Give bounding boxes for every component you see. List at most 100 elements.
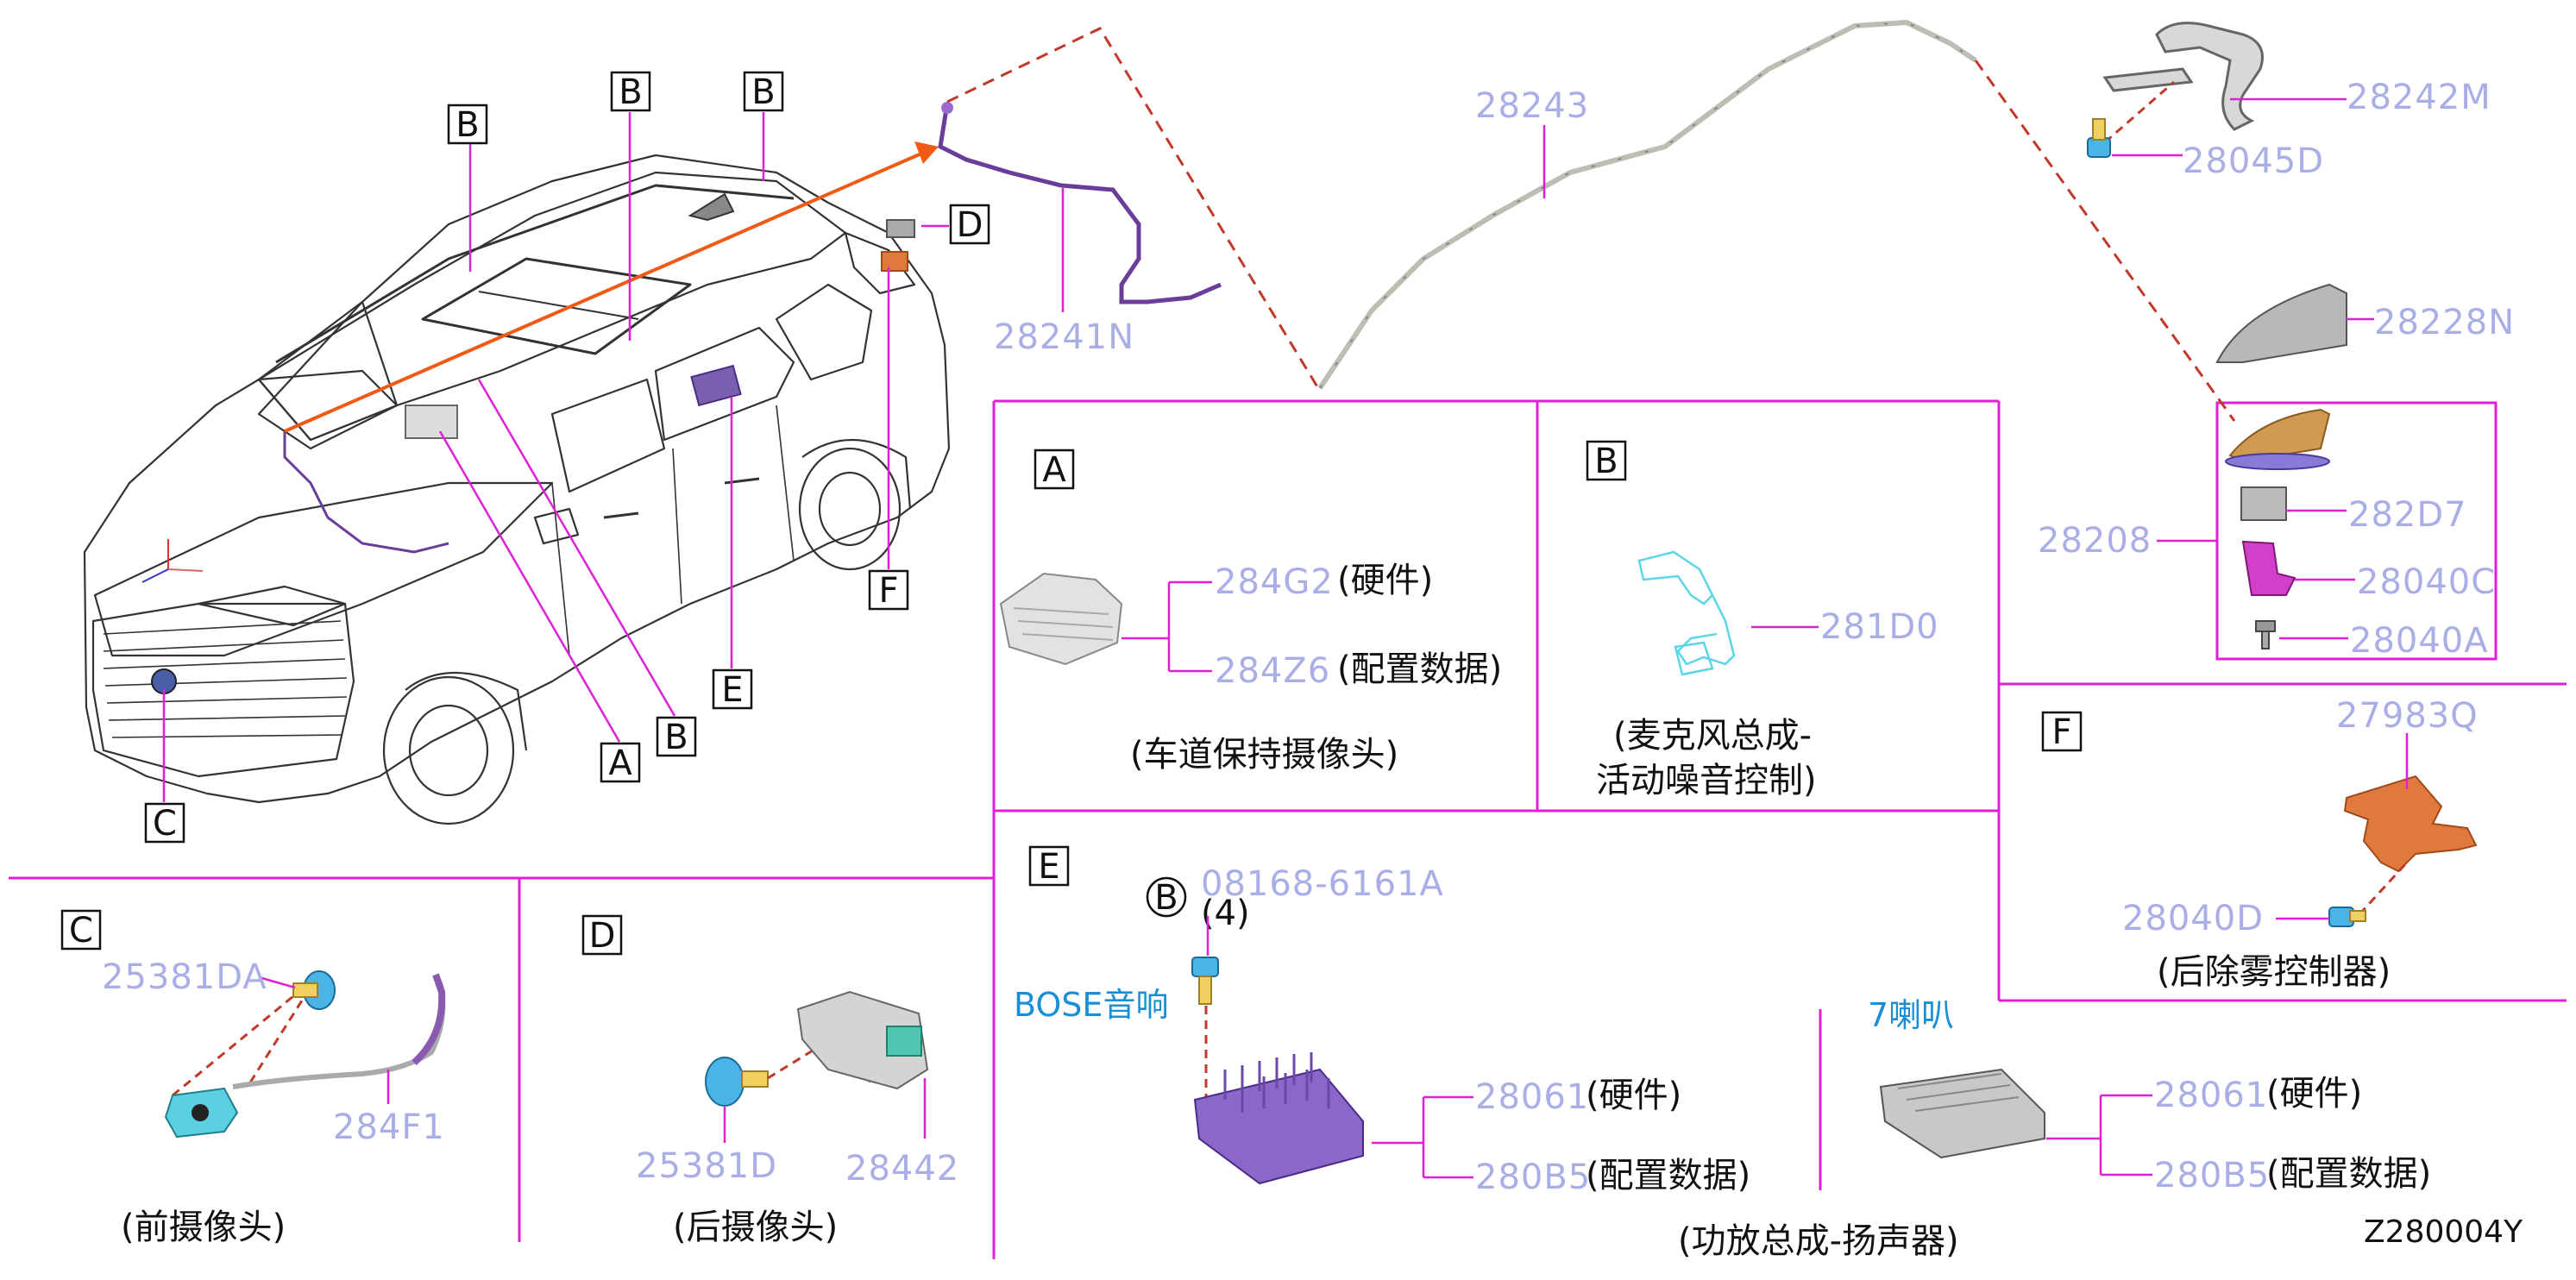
panel-frame <box>9 399 2567 1259</box>
bolt-28040D <box>2328 907 2366 927</box>
bose-leaders <box>1372 1095 1473 1179</box>
panel-e-caption: (功放总成-扬声器) <box>1678 1221 1959 1261</box>
callout-box-f: F <box>868 569 909 611</box>
front-camera-on-car <box>151 668 177 694</box>
part-number-284Z6: 284Z6 <box>1215 651 1330 691</box>
panel-c: C 25381DA 284F1 (前摄像头) <box>60 909 446 1247</box>
callout-letter: B <box>456 105 479 145</box>
panel-c-caption: (前摄像头) <box>121 1208 286 1247</box>
connector-dot <box>941 102 953 114</box>
amp-bolt <box>1191 957 1219 1005</box>
dashed-link-1 <box>946 27 1320 389</box>
direction-arrow <box>284 141 939 433</box>
defrost-controller-part <box>2343 775 2478 873</box>
part-number-27983Q: 27983Q <box>2336 696 2479 736</box>
bose-note-config: (配置数据) <box>1586 1156 1750 1195</box>
callout-letter: C <box>153 804 177 844</box>
panel-b-caption-1: (麦克风总成- <box>1613 716 1812 756</box>
callout-box-a: A <box>600 742 641 783</box>
panel-d-caption: (后摄像头) <box>673 1208 838 1247</box>
part-number-284F1: 284F1 <box>333 1107 445 1147</box>
bose-amplifier-part <box>1193 1052 1364 1185</box>
part-number-28045D: 28045D <box>2183 141 2324 181</box>
part-number-25381D: 25381D <box>636 1146 777 1186</box>
part-number-28040C: 28040C <box>2357 562 2496 602</box>
part-number-284G2: 284G2 <box>1215 562 1334 602</box>
standard-note-config: (配置数据) <box>2266 1154 2431 1194</box>
microphone-part <box>1637 550 1736 676</box>
callout-box-b4: B <box>656 716 697 757</box>
rear-camera-part <box>796 990 929 1090</box>
part-number-25381DA: 25381DA <box>102 957 267 997</box>
seven-speaker-label: 7喇叭 <box>1868 996 1954 1034</box>
axis-gizmo <box>141 539 204 583</box>
panel-f: F 27983Q 28040D (后除雾控制器) <box>2041 696 2479 992</box>
callout-box-c: C <box>144 802 185 844</box>
lane-camera-part <box>999 572 1123 666</box>
callout-box-b3: B <box>743 71 784 112</box>
callout-box-e: E <box>712 668 753 710</box>
standard-note-hardware: (硬件) <box>2266 1074 2362 1114</box>
panel-d: D 25381D 28442 (后摄像头) <box>581 914 959 1247</box>
callout-letter: E <box>721 670 743 710</box>
cable-end <box>412 973 446 1065</box>
bose-label: BOSE音响 <box>1014 986 1168 1024</box>
lane-camera-on-car <box>405 405 458 439</box>
bose-part-number-280B5: 280B5 <box>1475 1158 1591 1197</box>
standard-part-number-280B5: 280B5 <box>2154 1156 2270 1195</box>
leader-25381DA <box>258 976 296 989</box>
panel-a-caption: (车道保持摄像头) <box>1130 735 1398 775</box>
vehicle-outline <box>83 154 951 825</box>
rear-camera-on-car <box>886 219 915 238</box>
bose-note-hardware: (硬件) <box>1586 1076 1681 1115</box>
callout-box-d: D <box>949 204 990 245</box>
callout-box-b1: B <box>447 104 488 145</box>
antenna-base <box>2228 408 2331 463</box>
screw-28040A <box>2255 620 2276 649</box>
front-camera-part <box>164 1087 239 1139</box>
part-number-281D0: 281D0 <box>1820 607 1939 647</box>
panel-b-caption-2: 活动噪音控制) <box>1596 761 1817 800</box>
note-config-data: (配置数据) <box>1337 649 1502 689</box>
part-number-28241N: 28241N <box>994 317 1134 357</box>
standard-leaders <box>2046 1094 2152 1176</box>
callout-letter: B <box>751 72 775 112</box>
callout-letter: B <box>664 718 688 757</box>
part-number-282D7: 282D7 <box>2348 495 2467 535</box>
part-number-28242M: 28242M <box>2347 78 2491 117</box>
bracket-28242M <box>2102 22 2264 131</box>
panel-e: E B 08168-6161A (4) BOSE音响 28061 (硬件) 28… <box>1014 845 2431 1261</box>
bolt-28045D <box>2087 118 2111 158</box>
bolt-25381DA <box>292 970 336 1010</box>
gasket-282D7 <box>2240 486 2287 521</box>
part-number-28243: 28243 <box>1475 86 1589 126</box>
antenna-cover-28228N <box>2215 283 2347 363</box>
callout-box-b2: B <box>610 71 651 112</box>
callout-letter: A <box>608 744 632 783</box>
panel-f-caption: (后除雾控制器) <box>2157 952 2391 992</box>
part-number-28040A: 28040A <box>2350 621 2489 661</box>
circle-marker <box>1146 876 1187 918</box>
dashed-link-2 <box>1974 60 2236 422</box>
panel-b: B 281D0 (麦克风总成- 活动噪音控制) <box>1586 440 1939 800</box>
panel-letter: A <box>1042 450 1066 490</box>
clip-28040C <box>2241 540 2296 596</box>
callout-letter: F <box>878 571 898 611</box>
panel-a-leaders <box>1122 580 1212 673</box>
panel-letter: D <box>589 916 616 956</box>
part-number-28228N: 28228N <box>2374 303 2515 342</box>
part-number-28040D: 28040D <box>2122 899 2264 938</box>
panel-letter: E <box>1038 847 1059 887</box>
harness-28243 <box>1317 19 1977 390</box>
dashed-link-bracket <box>2104 80 2175 144</box>
part-number-28442: 28442 <box>845 1149 959 1189</box>
panel-letter: B <box>1594 442 1618 481</box>
defrost-on-car <box>881 251 908 272</box>
panel-letter: C <box>69 911 93 951</box>
bolt-25381D <box>705 1057 769 1107</box>
dashed-link-c <box>172 995 304 1097</box>
part-number-28208: 28208 <box>2038 521 2152 561</box>
standard-amplifier-part <box>1879 1068 2045 1159</box>
